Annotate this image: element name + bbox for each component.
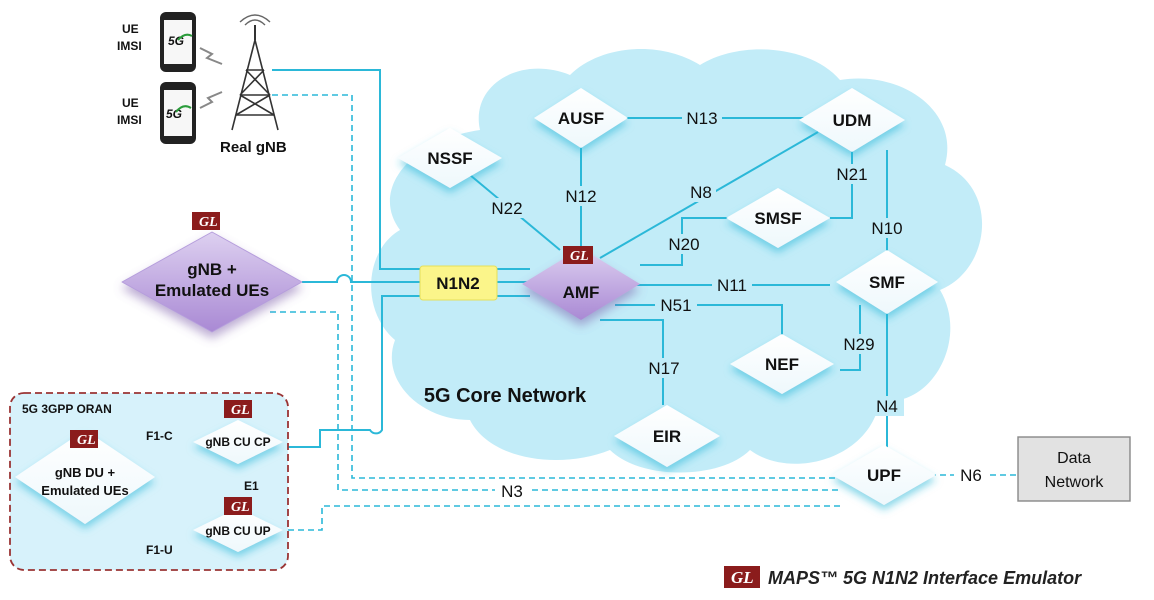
emulator-label-2: Emulated UEs [155,281,269,300]
nssf-node [398,128,502,188]
ue-bottom-label-2: IMSI [117,113,142,127]
ue-phone-bottom: 5G [160,82,196,144]
data-network-label-2: Network [1045,474,1105,491]
radio-wave-icon-top [199,47,223,65]
n29-label: N29 [843,335,874,354]
cell-tower-icon [231,14,279,131]
gnb-du-node [15,430,155,524]
ue-top-label-2: IMSI [117,39,142,53]
smf-node [836,250,938,314]
f1u-label: F1-U [146,543,173,557]
udm-label: UDM [833,111,872,130]
n12-label: N12 [565,187,596,206]
n20-label: N20 [668,235,699,254]
n8-label: N8 [690,183,712,202]
smsf-node [726,188,830,248]
smf-label: SMF [869,273,905,292]
n1n2-interface-box [419,265,498,301]
amf-gl-logo-text: GL [570,249,589,264]
n22-label: N22 [491,199,522,218]
n1n2-label: N1N2 [436,274,479,293]
n3-label: N3 [501,482,523,501]
n10-label: N10 [871,219,902,238]
amf-label: AMF [563,283,600,302]
smsf-label: SMSF [754,209,801,228]
nef-node [730,334,834,394]
upf-label: UPF [867,466,901,485]
f1c-label: F1-C [146,429,173,443]
ue-bottom-label-1: UE [122,96,139,110]
n11-label: N11 [717,276,747,295]
eir-label: EIR [653,427,681,446]
nssf-label: NSSF [427,149,472,168]
cu-up-label: gNB CU UP [205,524,270,538]
footer-title: MAPS™ 5G N1N2 Interface Emulator [768,568,1082,588]
udm-node [799,88,905,152]
du-label-2: Emulated UEs [41,483,128,498]
cu-cp-gl-logo-icon [224,400,252,418]
cu-up-node [193,508,283,552]
n13-label: N13 [686,109,717,128]
eir-node [614,405,720,467]
cu-cp-label: gNB CU CP [205,435,270,449]
amf-gl-logo-icon [563,246,593,264]
amf-node [522,248,640,320]
interface-labels: N13 N12 N22 N8 N21 N20 N10 N11 N51 N29 N… [488,108,988,501]
ausf-node [534,88,628,148]
footer-gl-logo-text: GL [731,568,754,587]
gl-logo-icon [192,212,220,230]
du-gl-logo-icon [70,430,98,448]
cu-cp-node [193,420,283,464]
emulated-gnb-node [121,231,303,333]
core-network-label: 5G Core Network [424,385,587,407]
n51-label: N51 [660,296,691,315]
n4-label: N4 [876,397,898,416]
gl-logo-text: GL [199,215,218,230]
ue-phone-top: 5G [160,12,196,72]
n17-label: N17 [648,359,679,378]
emulator-label-1: gNB + [187,260,237,279]
du-label-1: gNB DU + [55,465,116,480]
du-gl-logo-text: GL [77,433,96,448]
data-network-box [1017,436,1131,502]
oran-title: 5G 3GPP ORAN [22,402,112,416]
n6-label: N6 [960,466,982,485]
ausf-label: AUSF [558,109,604,128]
cu-up-gl-logo-text: GL [231,500,250,515]
footer-gl-logo-icon [724,566,760,588]
real-gnb-label: Real gNB [220,139,287,156]
nef-label: NEF [765,355,799,374]
ue-top-label-1: UE [122,22,139,36]
cu-up-gl-logo-icon [224,497,252,515]
radio-wave-icon-bottom [199,91,223,109]
upf-node [832,445,936,505]
e1-label: E1 [244,479,259,493]
data-network-label-1: Data [1057,450,1091,467]
n21-label: N21 [836,165,867,184]
cu-cp-gl-logo-text: GL [231,403,250,418]
